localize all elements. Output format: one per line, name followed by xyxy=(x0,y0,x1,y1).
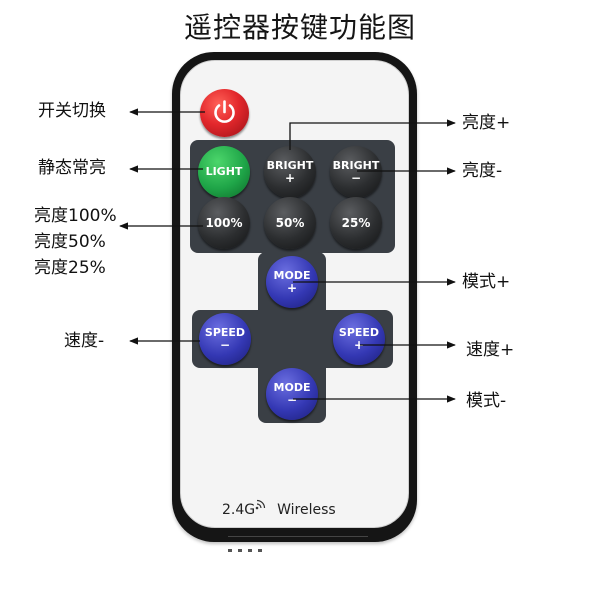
mode-plus-sign: + xyxy=(286,281,298,295)
mode-minus-label: MODE xyxy=(273,381,311,394)
bright-plus-sign: + xyxy=(284,171,296,185)
brand-frequency: 2.4G xyxy=(222,502,256,518)
brightness-50-button[interactable]: 50% xyxy=(264,197,316,249)
brand-line: 2.4G Wireless xyxy=(222,498,372,518)
label-power-toggle: 开关切换 xyxy=(38,101,106,121)
speed-minus-sign: − xyxy=(219,338,231,352)
wireless-signal-icon xyxy=(255,499,266,510)
light-button-label: LIGHT xyxy=(205,165,243,178)
label-static-light: 静态常亮 xyxy=(38,158,106,178)
mode-plus-label: MODE xyxy=(273,269,311,282)
label-speed-plus: 速度+ xyxy=(466,340,515,360)
light-button[interactable]: LIGHT xyxy=(198,146,250,198)
bright-minus-sign: − xyxy=(350,171,362,185)
bright-plus-label: BRIGHT xyxy=(266,159,314,172)
label-brightness-100: 亮度100% xyxy=(34,206,117,226)
diagram-title: 遥控器按键功能图 xyxy=(183,11,416,44)
brightness-25-label: 25% xyxy=(341,216,371,230)
mode-minus-sign: − xyxy=(286,393,298,407)
arrow-bright-plus xyxy=(289,119,456,150)
speed-plus-label: SPEED xyxy=(338,326,380,339)
bright-minus-label: BRIGHT xyxy=(332,159,380,172)
remote-bottom-grip xyxy=(228,536,368,552)
label-brightness-50: 亮度50% xyxy=(34,232,106,252)
label-bright-minus: 亮度- xyxy=(462,161,503,181)
label-mode-minus: 模式- xyxy=(466,391,507,411)
power-button[interactable] xyxy=(200,89,249,137)
bright-plus-button[interactable]: BRIGHT + xyxy=(264,146,316,198)
brightness-25-button[interactable]: 25% xyxy=(330,197,382,249)
speed-minus-label: SPEED xyxy=(204,326,246,339)
speed-minus-button[interactable]: SPEED − xyxy=(199,313,251,365)
label-mode-plus: 模式+ xyxy=(462,272,511,292)
mode-minus-button[interactable]: MODE − xyxy=(266,368,318,420)
brand-wireless: Wireless xyxy=(277,502,336,518)
label-speed-minus: 速度- xyxy=(64,331,105,351)
speed-plus-sign: + xyxy=(353,338,365,352)
power-icon xyxy=(214,100,235,123)
label-bright-plus: 亮度+ xyxy=(462,113,511,133)
remote-face xyxy=(180,60,409,528)
label-brightness-25: 亮度25% xyxy=(34,258,106,278)
bright-minus-button[interactable]: BRIGHT − xyxy=(330,146,382,198)
speed-plus-button[interactable]: SPEED + xyxy=(333,313,385,365)
brightness-100-button[interactable]: 100% xyxy=(198,197,250,249)
brightness-100-label: 100% xyxy=(205,216,243,230)
brightness-50-label: 50% xyxy=(275,216,305,230)
